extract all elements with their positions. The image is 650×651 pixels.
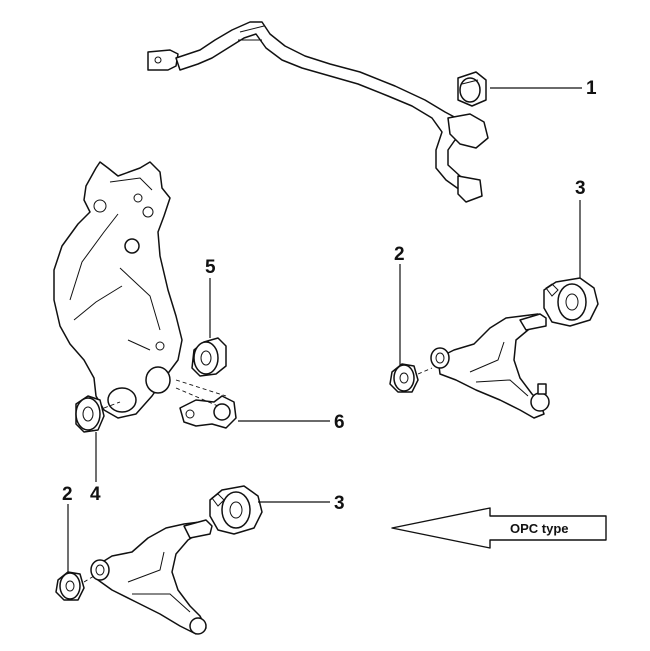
callout-1: 1	[586, 78, 597, 99]
callout-4: 4	[90, 484, 101, 505]
steering-knuckle	[53, 161, 183, 419]
bushing-3-lower	[209, 485, 263, 535]
callout-2: 2	[62, 484, 73, 505]
control-arm-upper-right	[389, 313, 550, 419]
bushing-3-upper	[543, 277, 599, 327]
stabilizer-bushing	[457, 71, 487, 107]
callout-3: 3	[575, 178, 586, 199]
callout-2: 2	[394, 244, 405, 265]
opc-arrow: OPC type	[391, 507, 607, 549]
callout-3: 3	[334, 493, 345, 514]
bushing-4	[75, 395, 121, 433]
leader-lines	[67, 87, 582, 572]
stabilizer-bar	[147, 21, 489, 203]
link-6	[175, 379, 237, 429]
control-arm-lower-left	[55, 519, 213, 635]
callout-6: 6	[334, 412, 345, 433]
callout-5: 5	[205, 257, 216, 278]
bushing-5	[191, 337, 227, 377]
opc-type-label: OPC type	[510, 521, 569, 536]
